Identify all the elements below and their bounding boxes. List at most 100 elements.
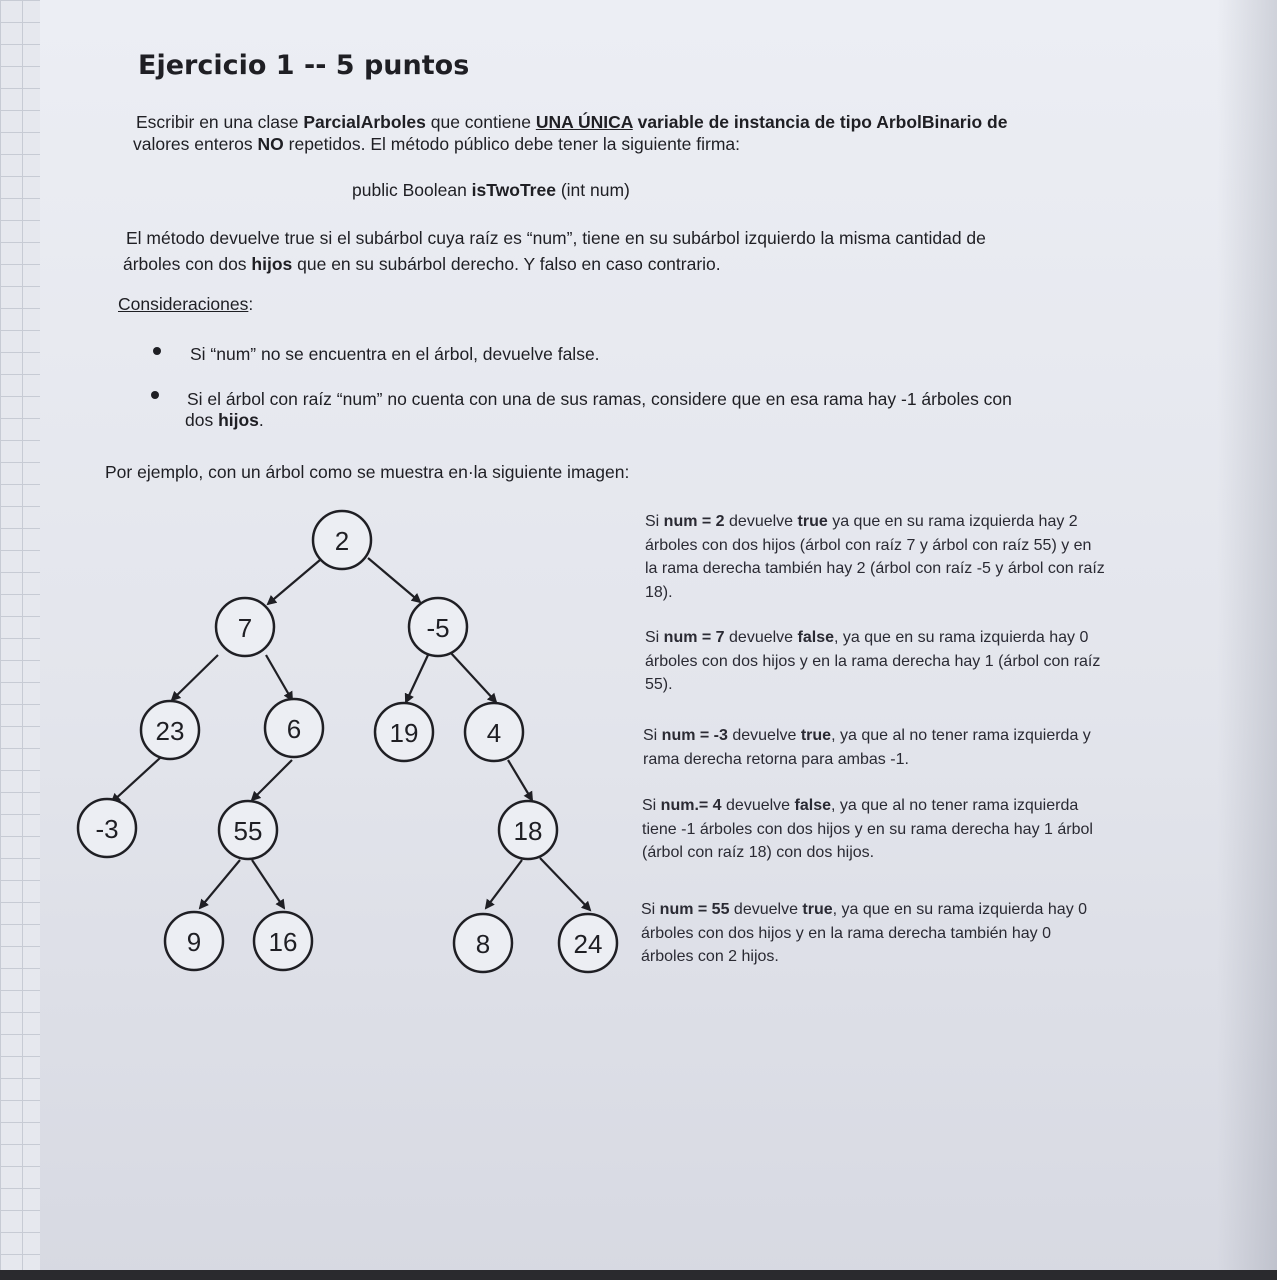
- node-label-2: 2: [335, 526, 349, 556]
- example-num: num = -3: [661, 727, 728, 744]
- example-line: Si num = 55 devuelve true, ya que en su …: [641, 898, 1087, 922]
- considerations-heading: Consideraciones:: [118, 292, 253, 316]
- example-num-minus-3: Si num = -3 devuelve true, ya que al no …: [643, 724, 1091, 771]
- example-num-7: Si num = 7 devuelve false, ya que en su …: [645, 626, 1100, 697]
- example-line: Si num = 7 devuelve false, ya que en su …: [645, 626, 1100, 650]
- intro-text: que contiene: [425, 112, 536, 132]
- node-label-19: 19: [390, 718, 419, 748]
- node-label-55: 55: [234, 816, 263, 846]
- example-result: false: [797, 629, 834, 646]
- example-result: false: [794, 797, 831, 814]
- considerations-colon: :: [248, 294, 254, 314]
- bullet-1: Si “num” no se encuentra en el árbol, de…: [190, 344, 600, 364]
- tree-node: [463, 701, 525, 763]
- edge-18-8: [484, 859, 523, 910]
- emphasis-no: NO: [257, 134, 284, 154]
- example-line: Si num.= 4 devuelve false, ya que al no …: [642, 794, 1093, 818]
- method-signature: public Boolean isTwoTree (int num): [352, 178, 630, 202]
- node-label-18: 18: [514, 816, 543, 846]
- example-text: devuelve: [721, 797, 795, 814]
- node-label-4: 4: [487, 718, 501, 748]
- example-text: , ya que al no tener rama izquierda y: [831, 727, 1091, 744]
- node-label-8: 8: [476, 929, 490, 959]
- example-result: true: [800, 727, 832, 744]
- example-num: num.= 4: [660, 797, 722, 814]
- exercise-title: Ejercicio 1 -- 5 puntos: [138, 50, 470, 81]
- edge-23-m3: [110, 757, 161, 804]
- example-num: num = 55: [659, 901, 730, 918]
- example-line: (árbol con raíz 18) con dos hijos.: [642, 844, 875, 861]
- tree-node: [263, 697, 325, 759]
- graph-paper-strip: [0, 0, 40, 1280]
- tree-node: [139, 699, 201, 761]
- example-line: Si num = -3 devuelve true, ya que al no …: [643, 724, 1091, 748]
- tree-node: [497, 799, 559, 861]
- example-text: devuelve: [724, 513, 798, 530]
- edge-4-18: [507, 759, 534, 802]
- tree-node: [76, 797, 138, 859]
- tree-node: [217, 799, 279, 861]
- example-text: Si: [641, 901, 660, 918]
- example-text: devuelve: [724, 629, 798, 646]
- example-num-2: Si num = 2 devuelve true ya que en su ra…: [645, 510, 1105, 604]
- example-line: la rama derecha también hay 2 (árbol con…: [645, 560, 1105, 577]
- example-num-4: Si num.= 4 devuelve false, ya que al no …: [642, 794, 1093, 865]
- description-line-1: El método devuelve true si el subárbol c…: [126, 228, 986, 248]
- description-text: que en su subárbol derecho. Y falso en c…: [292, 254, 721, 274]
- edge-m5-4: [449, 651, 498, 704]
- emphasis-hijos: hijos: [251, 254, 293, 274]
- edge-m5-19: [404, 654, 429, 704]
- tree-node: [557, 912, 619, 974]
- example-line: 18).: [645, 583, 673, 601]
- intro-line-2: valores enteros NO repetidos. El método …: [133, 132, 740, 156]
- node-label-6: 6: [287, 714, 301, 744]
- tree-node: [407, 596, 469, 658]
- example-text: Si: [642, 797, 661, 814]
- node-label-minus-5: -5: [426, 613, 449, 643]
- intro-text: repetidos. El método público debe tener …: [283, 134, 741, 154]
- example-text: , ya que en su rama izquierda hay 0: [832, 901, 1088, 918]
- example-line: tiene -1 árboles con dos hijos y en su r…: [642, 820, 1093, 838]
- tree-node: [452, 912, 514, 974]
- node-label-16: 16: [269, 927, 298, 957]
- edge-2-7: [266, 559, 321, 606]
- intro-bold-text: variable de instancia de tipo ArbolBinar…: [632, 112, 1008, 132]
- tree-node: [214, 596, 276, 658]
- bullet-dot: [153, 347, 161, 355]
- edge-2-m5: [367, 557, 422, 604]
- method-name: isTwoTree: [471, 180, 556, 200]
- bullet-2-line-1: Si el árbol con raíz “num” no cuenta con…: [187, 389, 1012, 409]
- example-line: 55).: [645, 676, 673, 693]
- example-text: , ya que en su rama izquierda hay 0: [833, 629, 1089, 646]
- example-text: devuelve: [729, 901, 803, 918]
- intro-line-1: Escribir en una clase ParcialArboles que…: [136, 110, 1007, 134]
- example-result: true: [802, 901, 833, 918]
- edge-55-16: [251, 859, 286, 910]
- intro-text: valores enteros: [133, 134, 258, 154]
- example-line: Si num = 2 devuelve true ya que en su ra…: [645, 510, 1105, 534]
- bullet-text: .: [258, 410, 264, 430]
- node-label-7: 7: [238, 613, 252, 643]
- example-line: árboles con dos hijos y en la rama derec…: [645, 652, 1101, 670]
- example-result: true: [797, 513, 828, 530]
- tree-node: [252, 910, 314, 972]
- edge-55-9: [198, 859, 241, 910]
- bullet-text: dos: [185, 410, 219, 430]
- example-text: Si: [645, 513, 664, 530]
- bullet-dot: [151, 391, 159, 399]
- tree-node: [373, 701, 435, 763]
- example-line: árboles con dos hijos y en la rama derec…: [641, 924, 1052, 942]
- example-line: árboles con 2 hijos.: [641, 948, 779, 965]
- example-text: Si: [645, 629, 664, 646]
- example-intro: Por ejemplo, con un árbol como se muestr…: [105, 462, 630, 482]
- binary-tree-diagram: 2 7 -5 23 6 19 4 -3 55 18 9 16 8 24: [76, 509, 619, 974]
- example-num: num = 7: [663, 629, 725, 646]
- page-shadow: [1217, 0, 1277, 1280]
- description-text: árboles con dos: [123, 254, 252, 274]
- node-label-9: 9: [187, 927, 201, 957]
- example-text: Si: [643, 727, 662, 744]
- edge-18-24: [539, 857, 592, 912]
- example-line: árboles con dos hijos (árbol con raíz 7 …: [645, 536, 1092, 554]
- node-label-24: 24: [574, 929, 603, 959]
